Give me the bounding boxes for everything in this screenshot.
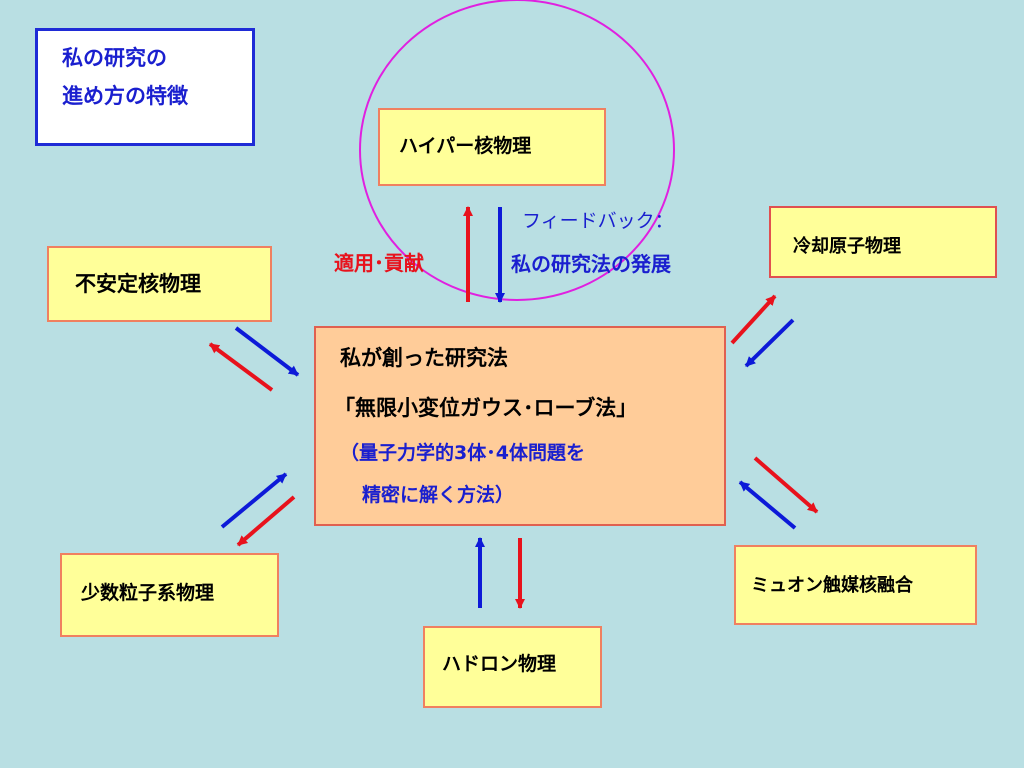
node-hadron: ハドロン物理 (423, 626, 602, 708)
label-application: 適用･貢献 (334, 251, 424, 275)
node-few-body: 少数粒子系物理 (60, 553, 279, 637)
title-box: 私の研究の 進め方の特徴 (35, 28, 255, 146)
node-hypernuclear: ハイパー核物理 (378, 108, 606, 186)
center-line-4: 精密に解く方法） (362, 484, 515, 506)
arrow-from-muon (738, 480, 797, 530)
arrow-to-unstable (208, 342, 274, 392)
title-line-2: 進め方の特徴 (62, 84, 188, 108)
center-line-2: 「無限小変位ガウス･ローブ法」 (334, 396, 638, 420)
node-hypernuclear-label: ハイパー核物理 (399, 135, 532, 157)
label-development: 私の研究法の発展 (511, 252, 671, 276)
node-unstable-label: 不安定核物理 (75, 272, 201, 296)
node-few-body-label: 少数粒子系物理 (81, 582, 215, 604)
node-unstable: 不安定核物理 (47, 246, 272, 322)
arrow-to-few-body (236, 495, 296, 547)
center-line-3: （量子力学的3体･4体問題を (340, 442, 585, 464)
highlight-circle (359, 0, 675, 301)
arrow-to-cold-atom (730, 294, 777, 345)
node-hadron-label: ハドロン物理 (442, 653, 557, 675)
center-line-1: 私が創った研究法 (340, 346, 508, 370)
label-feedback: フィードバック： (522, 210, 674, 232)
arrow-from-unstable (234, 326, 300, 377)
node-muon-label: ミュオン触媒核融合 (751, 575, 913, 596)
arrow-from-few-body (220, 472, 288, 529)
arrow-from-cold-atom (744, 318, 795, 368)
arrow-to-muon (753, 456, 819, 514)
node-muon: ミュオン触媒核融合 (734, 545, 977, 625)
center-method-box: 私が創った研究法 「無限小変位ガウス･ローブ法」 （量子力学的3体･4体問題を … (314, 326, 726, 526)
node-cold-atom: 冷却原子物理 (769, 206, 997, 278)
node-cold-atom-label: 冷却原子物理 (793, 236, 901, 257)
title-line-1: 私の研究の (62, 46, 167, 70)
